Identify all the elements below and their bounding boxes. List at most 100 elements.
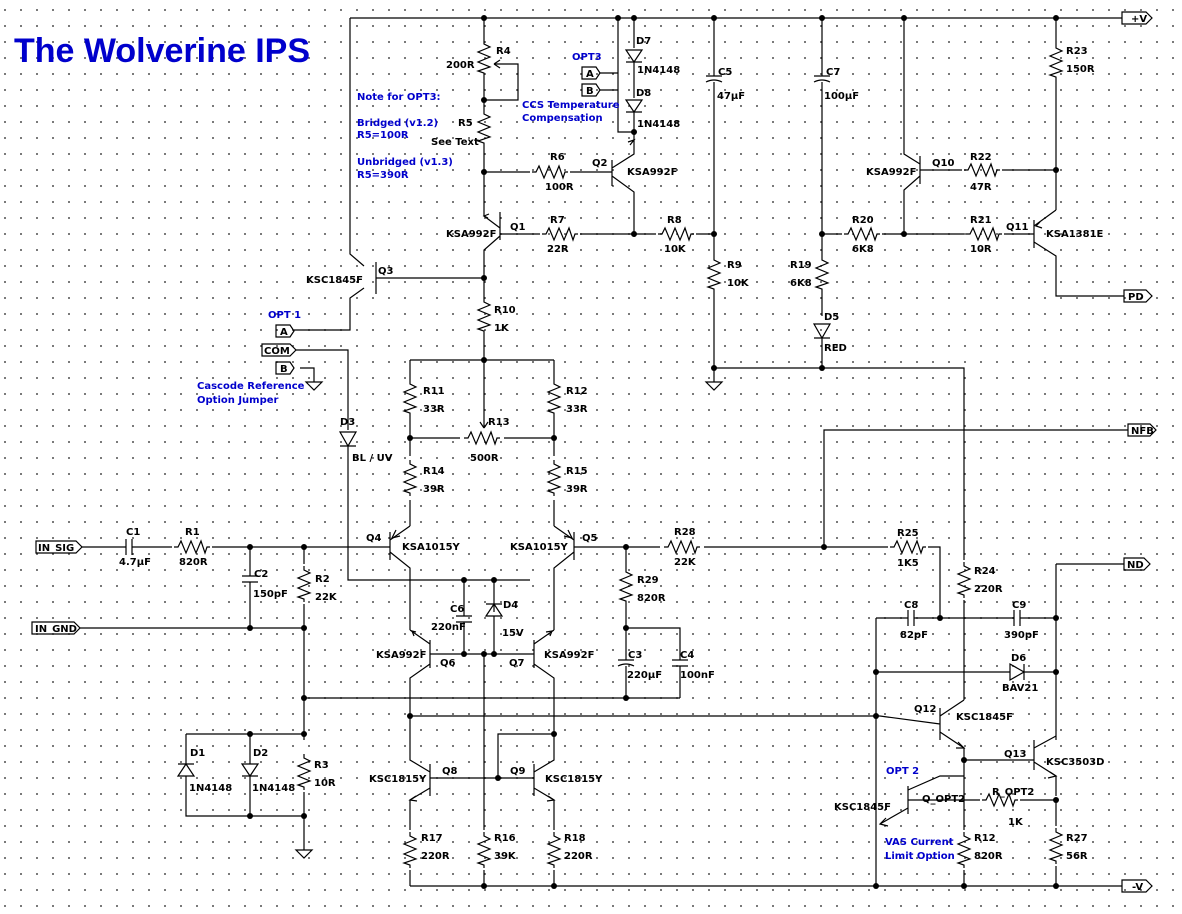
- q5-value: KSA1015Y: [510, 542, 569, 553]
- port-nfb-label: NFB: [1131, 426, 1154, 437]
- r25-label: R25: [897, 528, 919, 539]
- r6-value: 100R: [545, 182, 574, 193]
- r18-label: R18: [564, 833, 586, 844]
- c6-label: C6: [450, 604, 464, 615]
- q8-label: Q8: [442, 766, 458, 777]
- q6-label: Q6: [440, 658, 456, 669]
- d4-value: 15V: [502, 628, 524, 639]
- note-unbridged: Unbridged (v1.3): [357, 157, 453, 168]
- port-in-sig-label: IN_SIG: [38, 543, 74, 554]
- port-in-gnd-label: IN_GND: [35, 624, 77, 635]
- note-opt3: OPT3: [572, 52, 602, 63]
- c1-label: C1: [126, 527, 140, 538]
- r8-resistor: [657, 227, 695, 241]
- r11-resistor: [403, 379, 417, 417]
- c8-label: C8: [904, 600, 918, 611]
- r23-label: R23: [1066, 46, 1088, 57]
- svg-text:A: A: [280, 327, 288, 338]
- r8-value: 10K: [664, 244, 687, 255]
- r6-label: R6: [550, 152, 565, 163]
- ropt2-value: 1K: [1008, 817, 1024, 828]
- c7-label: C7: [826, 67, 840, 78]
- d7-value: 1N4148: [637, 65, 680, 76]
- q2-value: KSA992F: [627, 167, 677, 178]
- r19-value: 6K8: [790, 278, 812, 289]
- r29-label: R29: [637, 575, 659, 586]
- r12-value: 33R: [566, 404, 588, 415]
- c3-value: 220µF: [627, 670, 662, 681]
- r12b-resistor: [957, 831, 971, 869]
- d7-label: D7: [636, 36, 651, 47]
- r5-resistor: [477, 109, 491, 147]
- r15-label: R15: [566, 466, 588, 477]
- r25-resistor: [889, 540, 927, 554]
- r12-resistor: [547, 379, 561, 417]
- r10-label: R10: [494, 305, 516, 316]
- r20-label: R20: [852, 215, 874, 226]
- junctions: [247, 15, 1059, 889]
- r27-resistor: [1049, 827, 1063, 865]
- port-vplus: +V: [1121, 11, 1153, 25]
- r24-label: R24: [974, 566, 996, 577]
- r27-value: 56R: [1066, 851, 1088, 862]
- r9-value: 10K: [727, 278, 750, 289]
- r25-value: 1K5: [897, 558, 919, 569]
- r13-label: R13: [488, 417, 510, 428]
- c9-value: 390pF: [1004, 630, 1039, 641]
- q1-label: Q1: [510, 222, 526, 233]
- port-nd-label: ND: [1127, 560, 1144, 571]
- r16-value: 39K: [494, 851, 517, 862]
- r11-value: 33R: [423, 404, 445, 415]
- note-unbridged-value: R5=390R: [357, 170, 409, 181]
- r7-resistor: [541, 227, 579, 241]
- c4-label: C4: [680, 650, 694, 661]
- c4-value: 100nF: [680, 670, 715, 681]
- svg-text:B: B: [586, 86, 594, 97]
- r9-resistor: [707, 255, 721, 293]
- q7-value: KSA992F: [544, 650, 594, 661]
- port-in-gnd: IN_GND: [31, 621, 81, 635]
- r12-label: R12: [566, 386, 588, 397]
- note-opt3-heading: Note for OPT3:: [357, 92, 441, 103]
- note-ccs-1: CCS Temperature: [522, 100, 620, 111]
- r4-label: R4: [496, 46, 511, 57]
- r14-label: R14: [423, 466, 445, 477]
- d3-value: BL / UV: [352, 453, 393, 464]
- r19-resistor: [815, 255, 829, 293]
- qopt2-value: KSC1845F: [834, 802, 891, 813]
- r17-value: 220R: [421, 851, 450, 862]
- r27-label: R27: [1066, 833, 1088, 844]
- d6-value: BAV21: [1002, 683, 1038, 694]
- r1-label: R1: [185, 527, 200, 538]
- port-pd-label: PD: [1128, 292, 1144, 303]
- port-nfb: NFB: [1127, 423, 1157, 437]
- d5-value: RED: [824, 343, 847, 354]
- r4-resistor: [477, 39, 491, 77]
- port-b-opt3: B: [581, 83, 601, 97]
- q3-label: Q3: [378, 266, 394, 277]
- r21-label: R21: [970, 215, 992, 226]
- r22-value: 47R: [970, 182, 992, 193]
- port-pd: PD: [1123, 289, 1153, 303]
- port-a-opt1: A: [275, 324, 295, 338]
- c6-value: 220nF: [431, 622, 466, 633]
- ropt2-label: R_OPT2: [992, 787, 1034, 798]
- r9-label: R9: [727, 260, 742, 271]
- r3-value: 10R: [314, 778, 336, 789]
- r18-value: 220R: [564, 851, 593, 862]
- note-ccs-2: Compensation: [522, 113, 603, 124]
- d6-label: D6: [1011, 653, 1026, 664]
- r14-value: 39R: [423, 484, 445, 495]
- r13-value: 500R: [470, 453, 499, 464]
- r20-resistor: [843, 227, 881, 241]
- port-nd: ND: [1123, 557, 1151, 571]
- r4-value: 200R: [446, 60, 475, 71]
- port-b-opt1: B: [275, 361, 295, 375]
- note-opt2: OPT 2: [886, 766, 919, 777]
- note-bridged-value: R5=100R: [357, 130, 409, 141]
- q3-value: KSC1845F: [306, 275, 363, 286]
- r10-value: 1K: [494, 323, 510, 334]
- q6-value: KSA992F: [376, 650, 426, 661]
- d2-label: D2: [253, 748, 268, 759]
